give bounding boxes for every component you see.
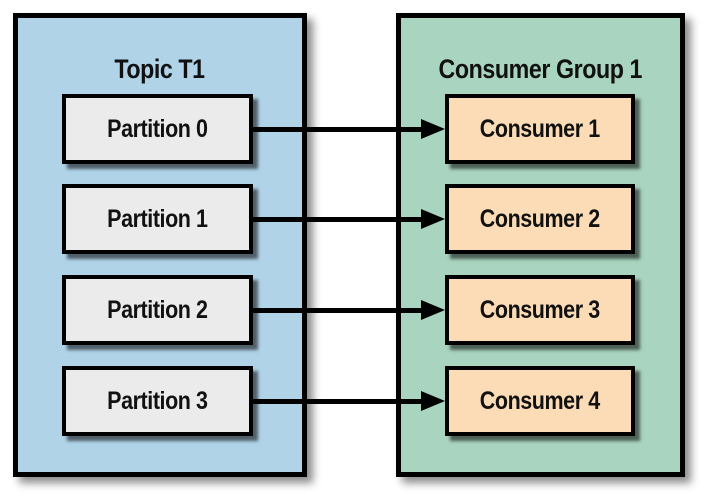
partition-1-label: Partition 1 xyxy=(107,204,208,233)
consumer-4-box: Consumer 4 xyxy=(445,366,635,436)
arrow-shaft xyxy=(253,399,423,404)
consumer-2-box: Consumer 2 xyxy=(445,184,635,254)
partition-3-label: Partition 3 xyxy=(107,386,208,415)
topic-panel-title: Topic T1 xyxy=(18,54,302,85)
partition-3-box: Partition 3 xyxy=(62,366,253,436)
consumer-1-box: Consumer 1 xyxy=(445,94,635,164)
arrowhead-icon xyxy=(421,119,445,139)
consumer-3-box: Consumer 3 xyxy=(445,275,635,345)
partition-0-label: Partition 0 xyxy=(107,114,208,143)
consumer-4-label: Consumer 4 xyxy=(480,386,600,415)
partition-1-box: Partition 1 xyxy=(62,184,253,254)
consumer-group-panel-title-text: Consumer Group 1 xyxy=(438,54,643,84)
arrowhead-icon xyxy=(421,209,445,229)
partition-0-box: Partition 0 xyxy=(62,94,253,164)
partition-2-label: Partition 2 xyxy=(107,295,208,324)
partition-2-box: Partition 2 xyxy=(62,275,253,345)
arrow-shaft xyxy=(253,127,423,132)
arrow-shaft xyxy=(253,217,423,222)
arrowhead-icon xyxy=(421,391,445,411)
consumer-group-panel-title: Consumer Group 1 xyxy=(401,54,680,85)
consumer-2-label: Consumer 2 xyxy=(480,204,600,233)
arrowhead-icon xyxy=(421,300,445,320)
consumer-1-label: Consumer 1 xyxy=(480,114,600,143)
consumer-3-label: Consumer 3 xyxy=(480,295,600,324)
arrow-shaft xyxy=(253,308,423,313)
topic-panel-title-text: Topic T1 xyxy=(114,54,206,84)
